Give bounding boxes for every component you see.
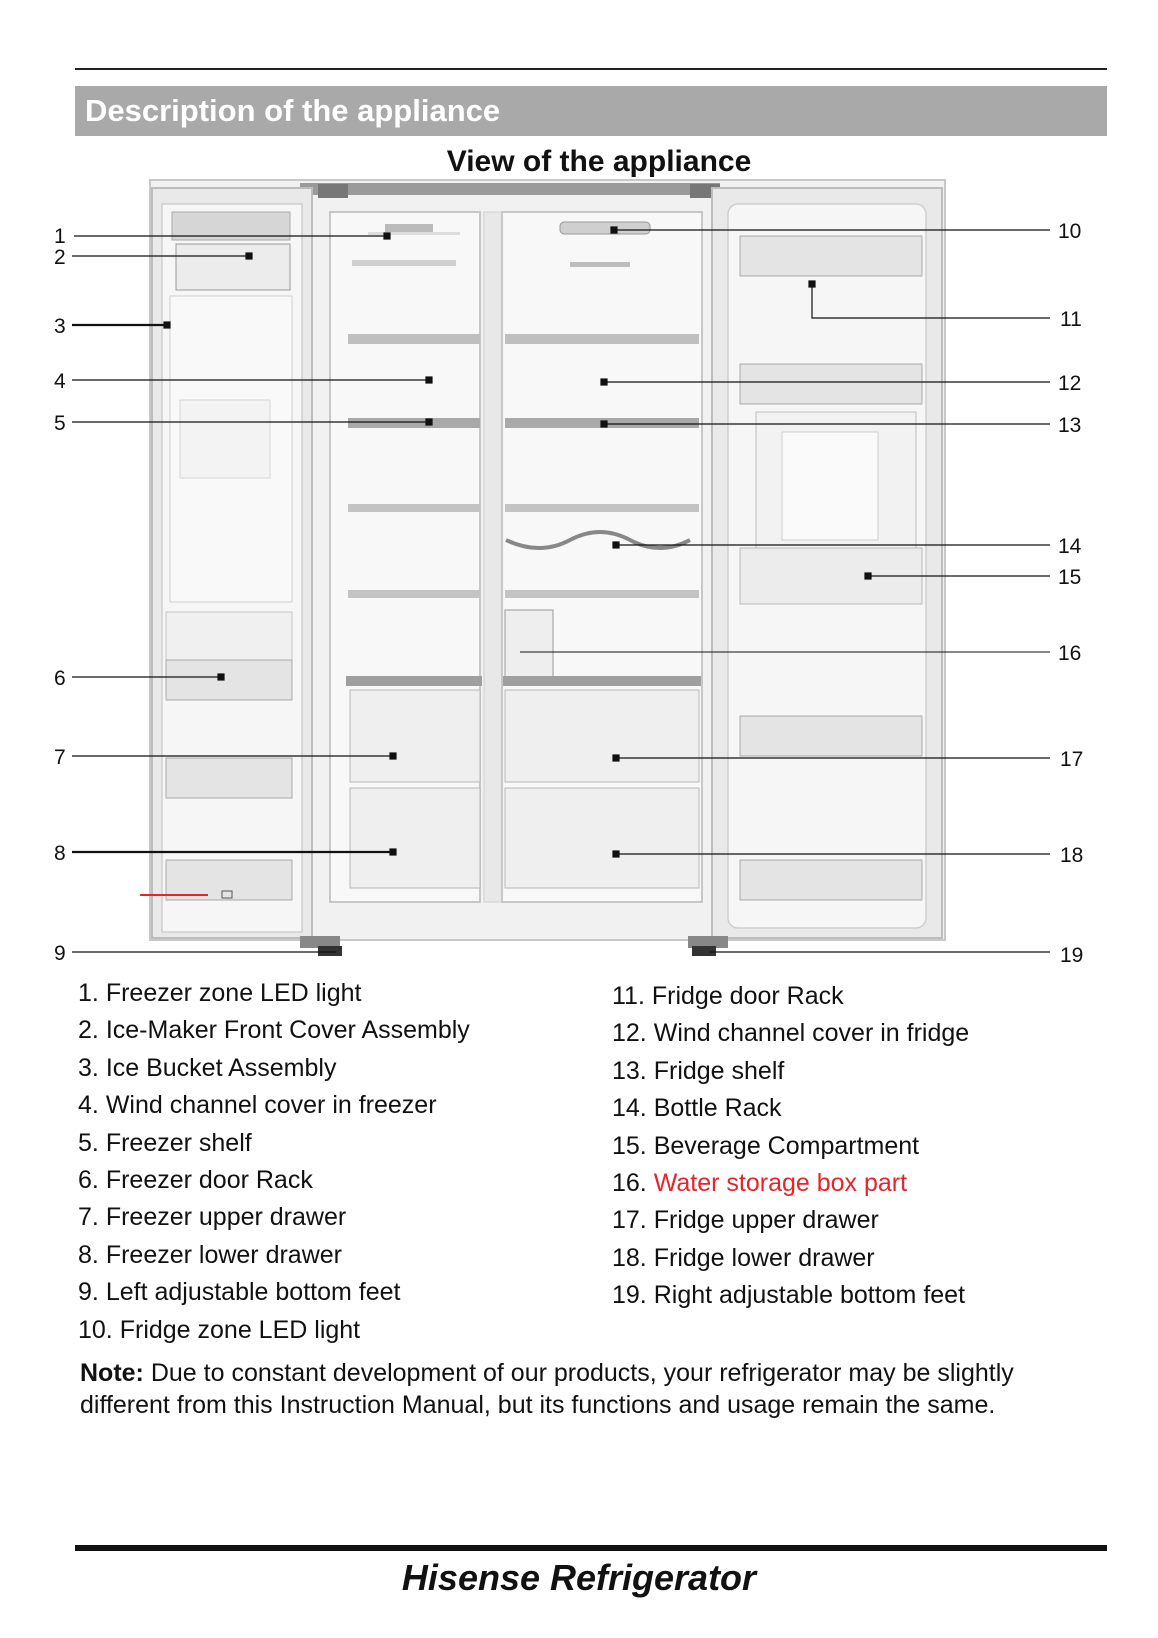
legend-item: 13. Fridge shelf [612, 1056, 785, 1085]
legend-item: 6. Freezer door Rack [78, 1166, 313, 1195]
callout-14: 14 [1058, 535, 1082, 558]
note-label: Note: [80, 1359, 144, 1387]
callout-3: 3 [54, 315, 66, 338]
legend-item: 19. Right adjustable bottom feet [612, 1281, 966, 1310]
callout-2: 2 [54, 246, 66, 269]
legend-item: 3. Ice Bucket Assembly [78, 1053, 337, 1082]
legend-item: 15. Beverage Compartment [612, 1131, 920, 1160]
callout-5: 5 [54, 412, 66, 435]
callout-7: 7 [54, 746, 66, 769]
legend-item: 5. Freezer shelf [78, 1128, 252, 1157]
refrigerator-illustration [149, 179, 946, 956]
note-paragraph: Note: Due to constant development of our… [80, 1357, 1090, 1421]
callout-4: 4 [54, 370, 66, 393]
legend-item: 16. Water storage box part [612, 1169, 908, 1198]
section-header: Description of the appliance [75, 86, 1107, 136]
callout-16: 16 [1058, 642, 1081, 665]
legend-item: 4. Wind channel cover in freezer [78, 1091, 437, 1120]
callout-12: 12 [1058, 372, 1081, 395]
top-rule [75, 68, 1107, 70]
callout-13: 13 [1058, 414, 1081, 437]
callout-18: 18 [1060, 844, 1083, 867]
bottom-rule [75, 1545, 1107, 1551]
legend-left: 1. Freezer zone LED light 2. Ice-Maker F… [78, 975, 470, 1349]
legend-item: 2. Ice-Maker Front Cover Assembly [78, 1016, 470, 1045]
legend-item: 7. Freezer upper drawer [78, 1203, 347, 1232]
callout-1: 1 [54, 225, 66, 248]
callout-leaders [72, 226, 1050, 953]
appliance-diagram: 1 2 3 4 5 6 7 8 9 10 11 12 13 14 15 16 1… [54, 179, 1083, 967]
legend-item: 11. Fridge door Rack [612, 982, 844, 1010]
legend-item: 18. Fridge lower drawer [612, 1243, 875, 1272]
diagram-title: View of the appliance [446, 145, 752, 178]
legend-item: 8. Freezer lower drawer [78, 1240, 342, 1269]
callout-19: 19 [1060, 944, 1083, 967]
callout-6: 6 [54, 667, 66, 690]
note-text: Due to constant development of our produ… [80, 1359, 1014, 1419]
callout-9: 9 [54, 942, 66, 965]
callout-15: 15 [1058, 566, 1081, 589]
legend-item: 9. Left adjustable bottom feet [78, 1278, 401, 1307]
footer-brand: Hisense Refrigerator [401, 1557, 757, 1598]
legend-item: 10. Fridge zone LED light [78, 1315, 361, 1344]
callout-10: 10 [1058, 220, 1081, 243]
callout-8: 8 [54, 842, 66, 865]
legend-right: 11. Fridge door Rack 12. Wind channel co… [612, 978, 969, 1315]
legend-item: 17. Fridge upper drawer [612, 1206, 879, 1235]
callout-numbers: 1 2 3 4 5 6 7 8 9 10 11 12 13 14 15 16 1… [54, 220, 1083, 967]
legend-item: 14. Bottle Rack [612, 1094, 782, 1123]
section-title: Description of the appliance [85, 93, 501, 128]
legend-item: 12. Wind channel cover in fridge [612, 1019, 970, 1048]
highlighted-legend-text: Water storage box part [653, 1169, 908, 1198]
legend-item: 1. Freezer zone LED light [78, 979, 362, 1007]
callout-17: 17 [1060, 748, 1083, 771]
callout-11: 11 [1060, 308, 1082, 331]
